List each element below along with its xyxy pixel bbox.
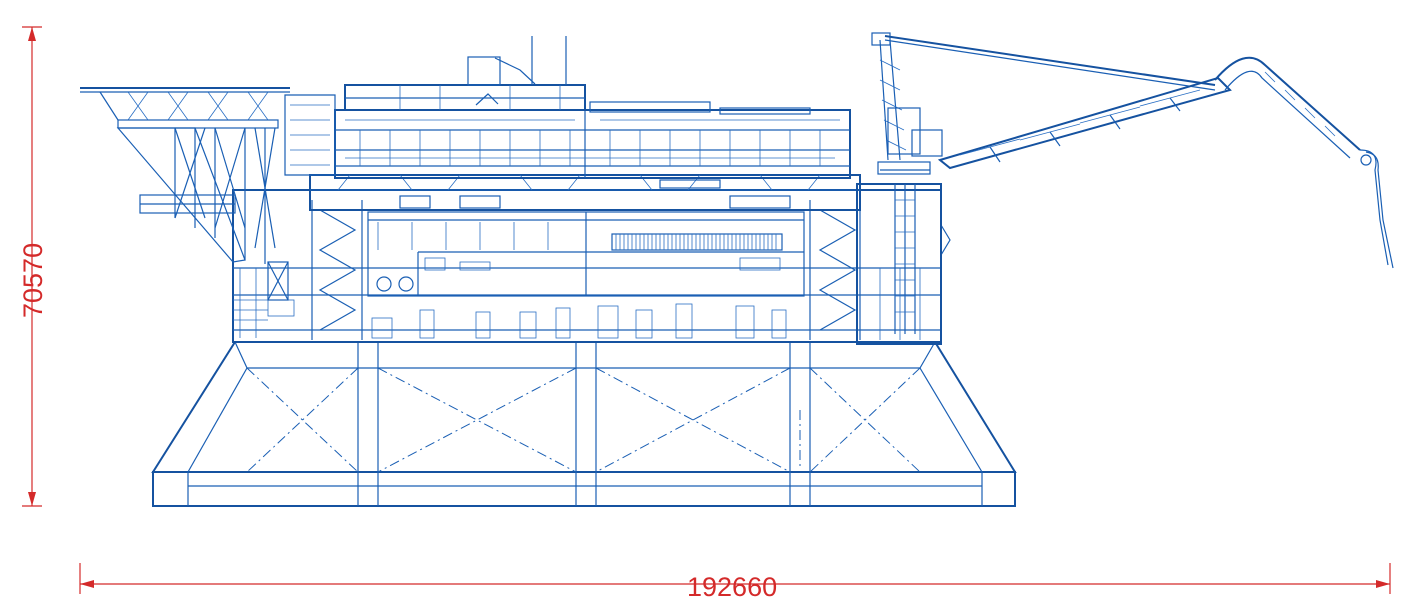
dimension-height: [22, 26, 42, 507]
columns-lower-deck: [232, 189, 951, 343]
height-dimension-label: 70570: [18, 243, 48, 318]
vent-grille: [611, 233, 783, 251]
helideck-truss: [80, 87, 336, 301]
crane-assembly: [856, 32, 1394, 345]
width-dimension-label: 192660: [687, 572, 777, 602]
dimension-width: [79, 563, 1391, 594]
hull-structure: [151, 341, 1017, 507]
pump-units: [267, 299, 787, 339]
accommodation-block: [334, 36, 851, 179]
main-deck: [309, 174, 861, 211]
